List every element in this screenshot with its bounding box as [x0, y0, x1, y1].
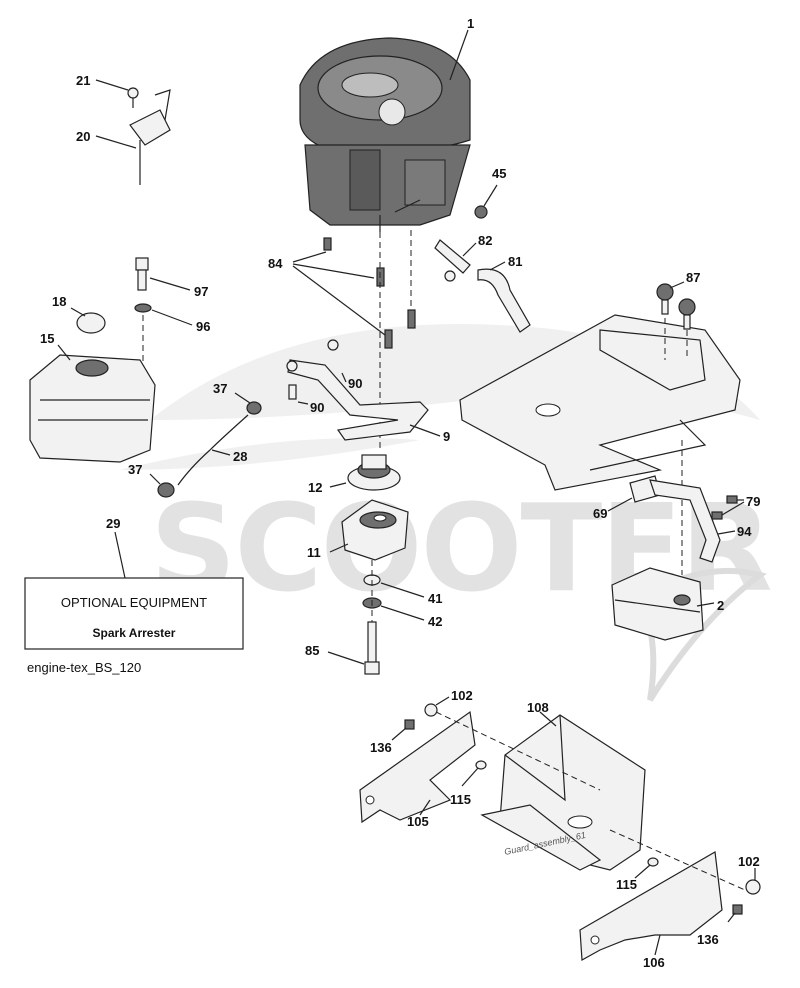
fuel-tank-15: [29, 354, 156, 463]
bolt-136a: [404, 719, 415, 730]
washer-115b: [647, 857, 659, 867]
callout-136a: 136: [370, 740, 392, 755]
callout-21: 21: [76, 73, 90, 88]
callout-84: 84: [268, 256, 283, 271]
callout-12: 12: [308, 480, 322, 495]
callout-96: 96: [196, 319, 210, 334]
callout-108: 108: [527, 700, 549, 715]
bracket-9: [287, 359, 429, 441]
callout-97: 97: [194, 284, 208, 299]
callout-29: 29: [106, 516, 120, 531]
clamp-37b: [157, 482, 175, 498]
optional-equipment-title: OPTIONAL EQUIPMENT: [61, 595, 207, 610]
bolt-136b: [732, 904, 743, 915]
nut-45: [474, 205, 488, 219]
guard-105: [359, 710, 476, 824]
callout-37a: 37: [213, 381, 227, 396]
bolt-97: [135, 257, 149, 291]
callout-69: 69: [593, 506, 607, 521]
callout-18: 18: [52, 294, 66, 309]
bolt-85: [364, 621, 380, 675]
optional-equipment-subtitle: Spark Arrester: [93, 626, 176, 640]
callout-42: 42: [428, 614, 442, 629]
washer-96: [134, 303, 152, 313]
callout-82: 82: [478, 233, 492, 248]
callout-102a: 102: [451, 688, 473, 703]
guard-106: [579, 851, 723, 961]
callout-45: 45: [492, 166, 506, 181]
pulley-12: [347, 454, 401, 491]
callout-105: 105: [407, 814, 429, 829]
callout-37b: 37: [128, 462, 142, 477]
callout-79: 79: [746, 494, 760, 509]
callout-1: 1: [467, 16, 474, 31]
engine: [299, 37, 471, 232]
callout-15: 15: [40, 331, 54, 346]
diagram-caption: engine-tex_BS_120: [27, 660, 141, 675]
callout-90a: 90: [348, 376, 362, 391]
callout-115b: 115: [616, 877, 637, 892]
exhaust-pipe-94: [649, 479, 721, 563]
callout-2: 2: [717, 598, 724, 613]
fuel-hose-81: [477, 268, 531, 333]
callout-28: 28: [233, 449, 247, 464]
bolt-79b: [711, 511, 723, 520]
callout-115a: 115: [450, 792, 471, 807]
callout-136b: 136: [697, 932, 719, 947]
callout-87: 87: [686, 270, 700, 285]
bolt-102a: [424, 703, 438, 717]
callout-90b: 90: [310, 400, 324, 415]
callout-41: 41: [428, 591, 442, 606]
bolt-90a: [288, 384, 297, 400]
callout-94: 94: [737, 524, 752, 539]
knobs-87: [656, 283, 696, 330]
clutch-11: [341, 499, 409, 561]
bolt-79a: [726, 495, 738, 504]
callout-106: 106: [643, 955, 665, 970]
chassis-plate: [459, 314, 741, 491]
callout-102b: 102: [738, 854, 760, 869]
optional-equipment-box: [24, 577, 244, 650]
callout-85: 85: [305, 643, 319, 658]
muffler-2: [611, 567, 704, 641]
washer-115a: [475, 760, 487, 770]
callout-81: 81: [508, 254, 522, 269]
bolt-102b: [745, 879, 761, 895]
callout-20: 20: [76, 129, 90, 144]
callout-11: 11: [307, 545, 321, 560]
callout-9: 9: [443, 429, 450, 444]
fuel-fitting-82: [434, 239, 471, 282]
throttle-bracket: [127, 87, 171, 185]
guard-108: [480, 714, 646, 871]
clamp-37a: [246, 401, 262, 415]
fuel-cap-18: [76, 312, 106, 334]
